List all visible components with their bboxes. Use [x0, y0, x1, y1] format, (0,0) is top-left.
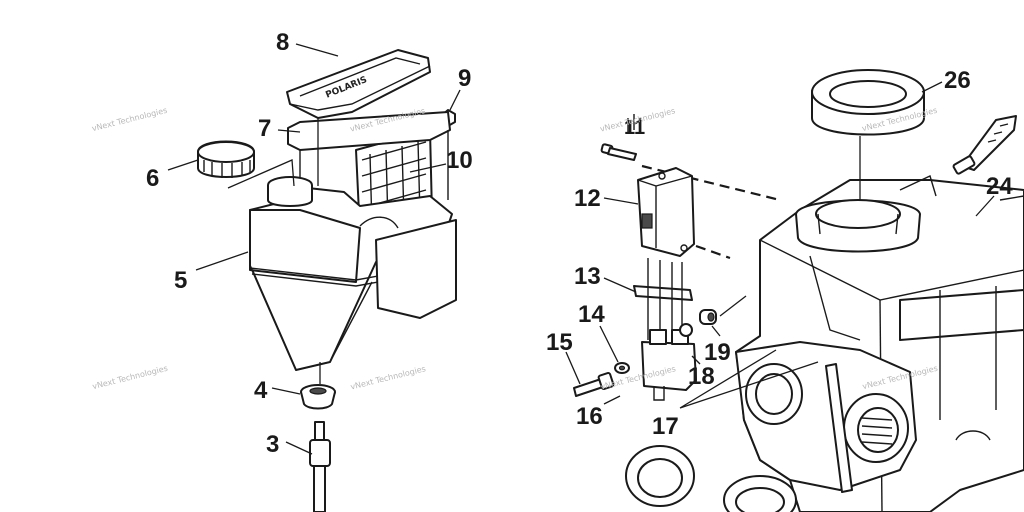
callout-9: 9 [458, 65, 471, 92]
leader-14 [599, 325, 619, 363]
leader-9 [449, 89, 461, 111]
leader-17 [679, 349, 819, 409]
leader-13 [603, 277, 637, 293]
callout-16: 16 [576, 403, 603, 430]
part-19-bushing [679, 309, 717, 337]
callout-5: 5 [174, 267, 187, 294]
callout-6: 6 [146, 165, 159, 192]
leader-26 [921, 81, 943, 93]
alignment-line-12 [695, 244, 731, 260]
leader-5 [195, 251, 249, 271]
leader-12 [603, 197, 639, 205]
watermark-6: vNext Technologies [349, 364, 426, 391]
part-13-bracket [633, 258, 693, 344]
leader-bushing-link [719, 295, 747, 317]
part-8-tank-lid: POLARIS [286, 49, 431, 119]
part-11-screw [600, 114, 641, 161]
part-3-drain-fitting [309, 421, 331, 512]
part-26-foam-ring [811, 69, 925, 136]
callout-8: 8 [276, 29, 289, 56]
leader-8 [295, 43, 339, 57]
callout-26: 26 [944, 67, 971, 94]
leader-16 [603, 395, 621, 405]
svg-text:vNext Technologies: vNext Technologies [91, 364, 168, 391]
part-5-oil-tank [249, 111, 457, 371]
watermark-1: vNext Technologies [91, 106, 168, 133]
part-18-connector-block [641, 329, 697, 401]
svg-text:vNext Technologies: vNext Technologies [349, 364, 426, 391]
callout-17: 17 [652, 413, 679, 440]
callout-24: 24 [986, 173, 1013, 200]
svg-text:vNext Technologies: vNext Technologies [91, 106, 168, 133]
watermark-5: vNext Technologies [91, 364, 168, 391]
part-4-grommet [300, 384, 336, 410]
callout-10: 10 [446, 147, 473, 174]
leader-15 [565, 351, 581, 385]
callout-18: 18 [688, 363, 715, 390]
part-15-bolt [573, 372, 615, 397]
leader-6 [167, 159, 199, 171]
callout-15: 15 [546, 329, 573, 356]
leader-19 [711, 325, 721, 337]
callout-7: 7 [258, 115, 271, 142]
leader-10 [409, 163, 447, 173]
callout-12: 12 [574, 185, 601, 212]
callout-13: 13 [574, 263, 601, 290]
callout-14: 14 [578, 301, 605, 328]
part-6-filler-cap [197, 140, 255, 178]
callout-3: 3 [266, 431, 279, 458]
part-14-washer [614, 362, 630, 374]
leader-24 [975, 195, 995, 217]
part-strap [952, 115, 1017, 175]
leader-18 [691, 355, 701, 365]
part-gaskets [625, 445, 797, 512]
leader-3 [285, 441, 313, 455]
part-12-control-module [637, 167, 695, 257]
callout-11: 11 [624, 117, 645, 139]
part-24-airbox [735, 175, 1024, 512]
callout-19: 19 [704, 339, 731, 366]
leader-7 [277, 129, 301, 133]
callout-4: 4 [254, 377, 268, 404]
leader-cap-link [227, 159, 295, 189]
leader-4 [271, 387, 301, 395]
